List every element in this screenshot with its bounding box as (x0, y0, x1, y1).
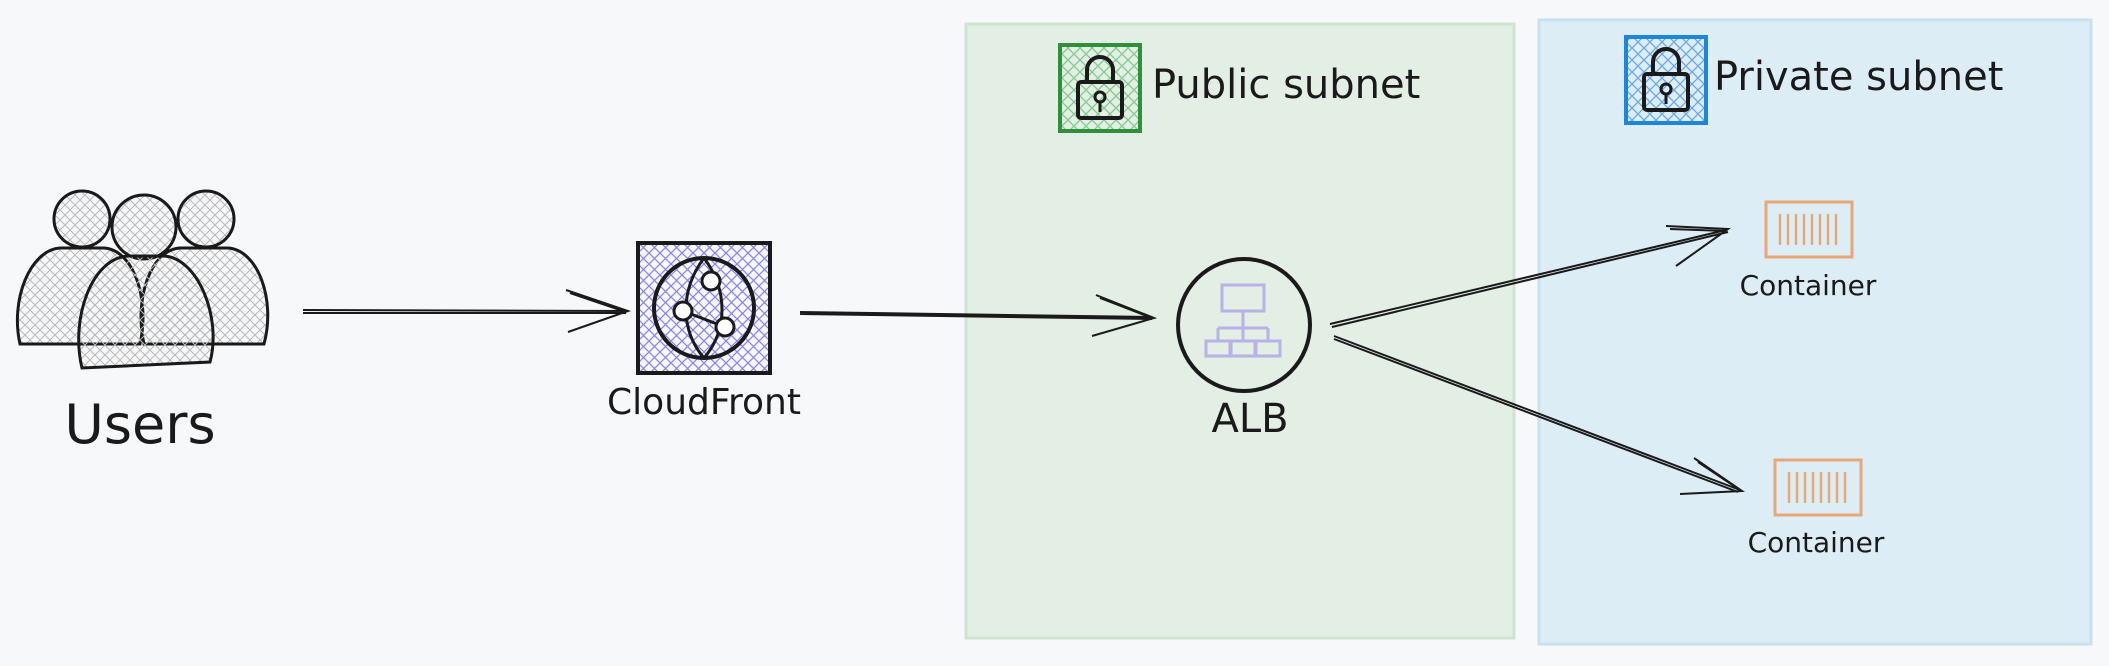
alb-circle (1176, 257, 1312, 393)
public-subnet-box (964, 22, 1516, 640)
users-node: Users (15, 189, 270, 456)
lock-icon (1624, 35, 1708, 125)
container-node-2: Container (1748, 458, 1885, 559)
private-subnet-group: Private subnet (1537, 18, 2093, 646)
container-label-1: Container (1740, 269, 1877, 302)
alb-node: ALB (1176, 257, 1312, 442)
cloudfront-label: CloudFront (607, 382, 801, 423)
edge-alb-container-2 (1333, 335, 1746, 495)
cloudfront-icon (636, 241, 772, 375)
public-subnet-group: Public subnet (964, 22, 1516, 640)
private-subnet-label: Private subnet (1714, 54, 2003, 100)
container-icon (1764, 200, 1854, 259)
public-subnet-label: Public subnet (1152, 62, 1420, 108)
edge-users-cloudfront (302, 289, 632, 333)
private-subnet-box (1537, 18, 2093, 646)
container-label-2: Container (1748, 526, 1885, 559)
alb-label: ALB (1211, 396, 1288, 442)
cloudfront-node: CloudFront (607, 241, 801, 423)
edge-cloudfront-alb (799, 294, 1158, 337)
load-balancer-icon (1204, 283, 1282, 358)
edge-alb-container-1 (1329, 225, 1731, 328)
container-icon (1773, 458, 1863, 517)
users-icon (15, 189, 270, 370)
users-label: Users (64, 393, 215, 456)
lock-icon (1058, 43, 1142, 133)
container-node-1: Container (1740, 200, 1877, 302)
